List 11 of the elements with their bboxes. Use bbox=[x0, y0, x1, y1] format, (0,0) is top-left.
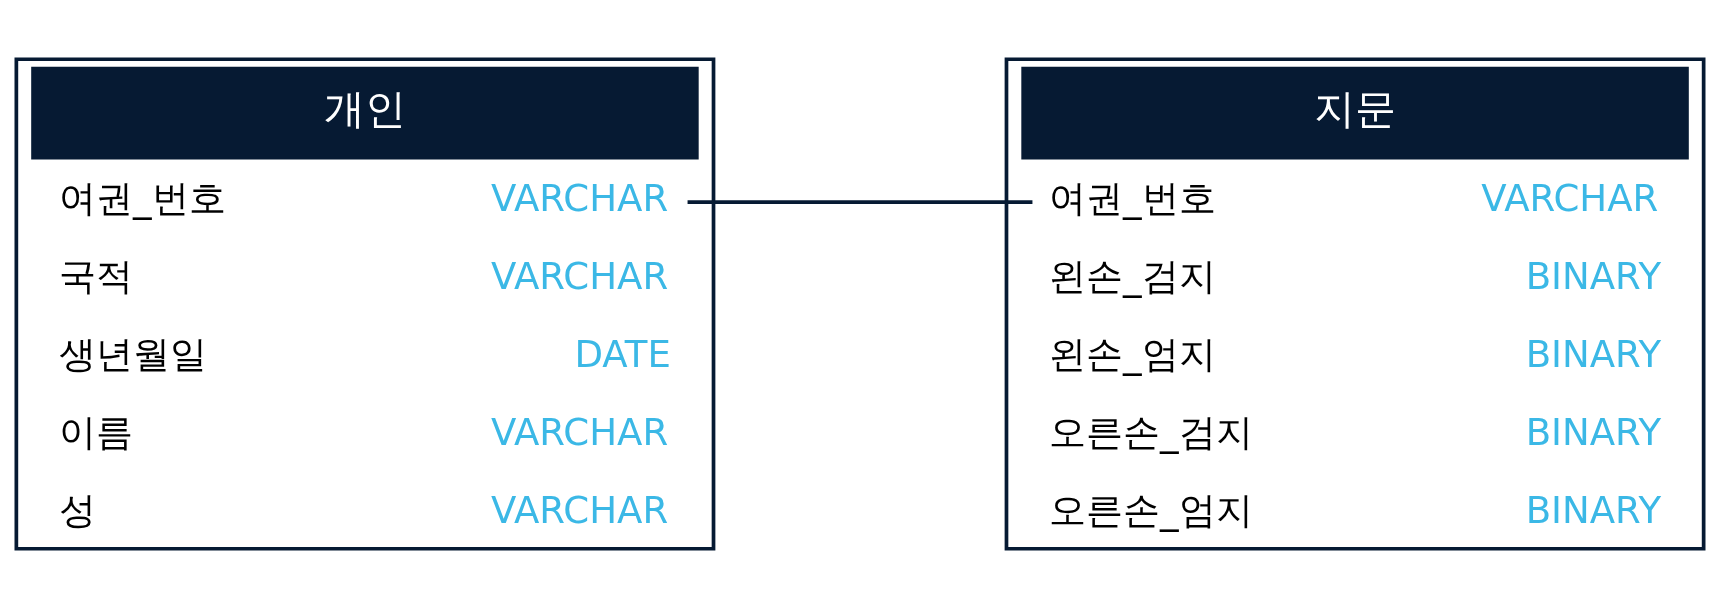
node-text: 생년월일 DATE bbox=[59, 333, 671, 377]
node-text: 국적 VARCHAR bbox=[59, 255, 669, 299]
node-text: 이름 VARCHAR bbox=[59, 410, 669, 454]
node-text: 오른손_검지 BINARY bbox=[1049, 410, 1662, 454]
node-text: 오른손_엄지 BINARY bbox=[1049, 488, 1662, 532]
node-text: 성 VARCHAR bbox=[59, 488, 669, 532]
connector bbox=[687, 200, 1033, 204]
node-text: 왼손_검지 BINARY bbox=[1049, 255, 1662, 299]
node-text: 여권_번호 VARCHAR bbox=[1049, 177, 1659, 221]
node-text: 여권_번호 VARCHAR bbox=[59, 177, 669, 221]
node-text: 왼손_엄지 BINARY bbox=[1049, 333, 1662, 377]
